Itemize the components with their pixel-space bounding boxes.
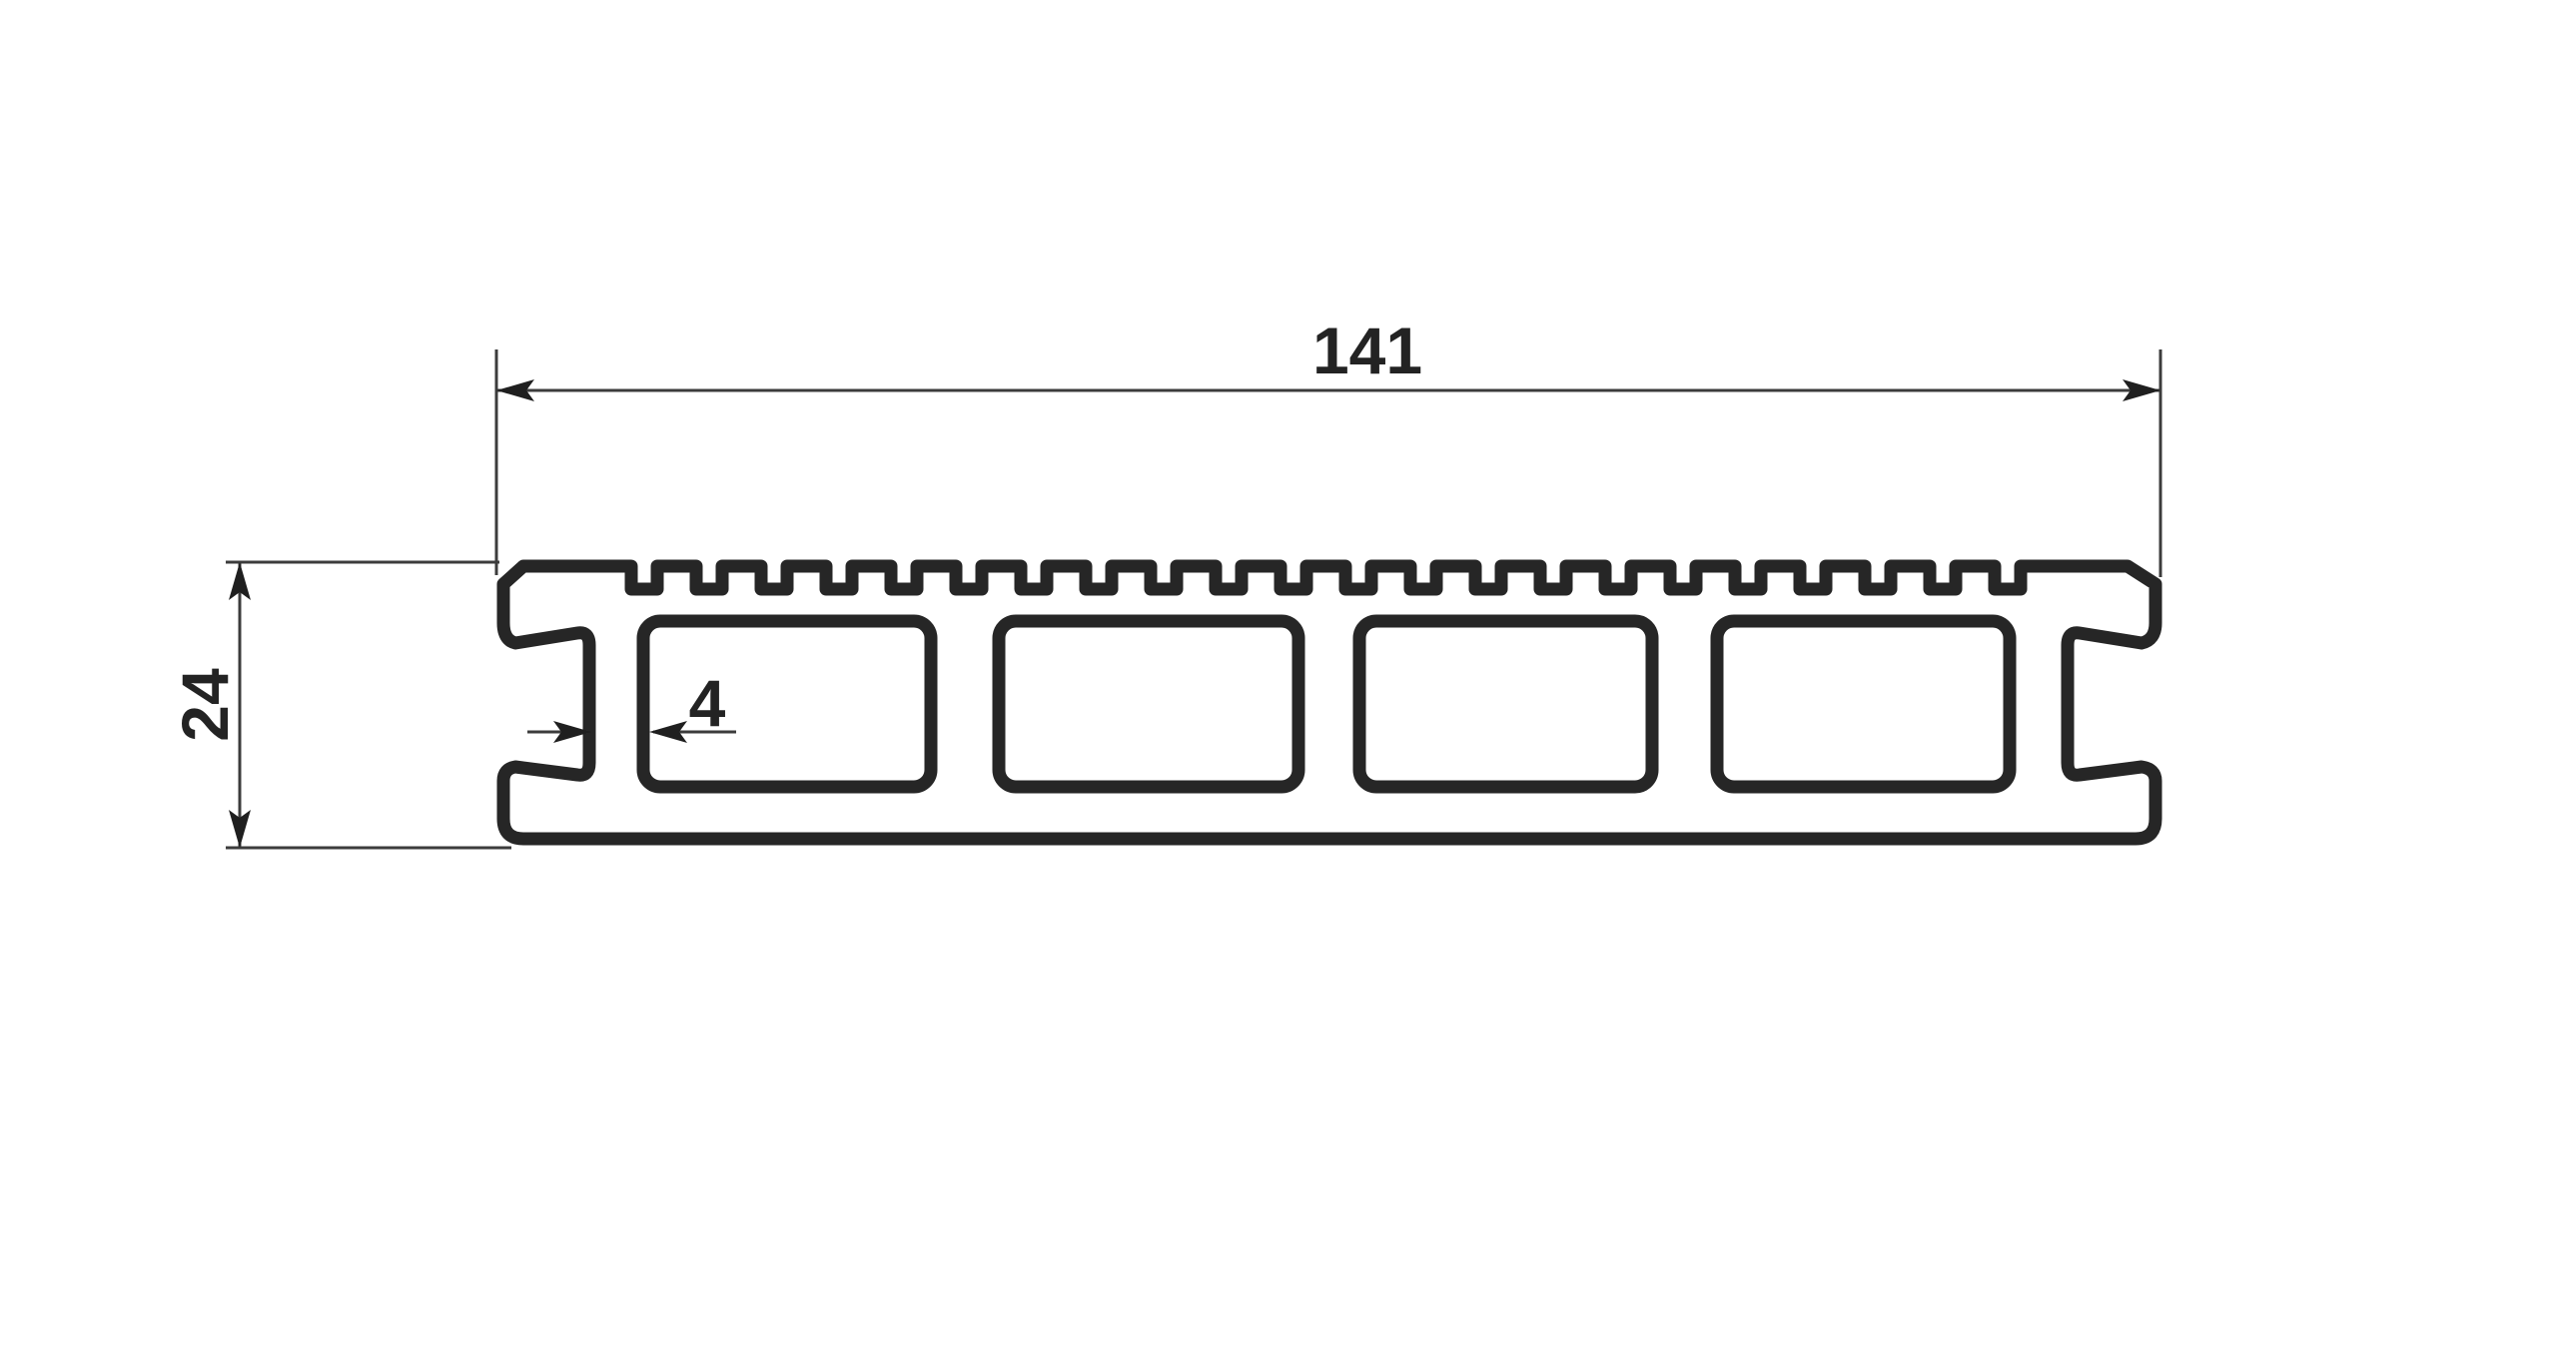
height-dimension-value: 24 — [168, 668, 242, 742]
chamber-1 — [636, 614, 938, 794]
dimension-height: 24 — [168, 560, 511, 850]
profile-outline — [496, 559, 2162, 846]
width-arrow-left-icon — [496, 379, 534, 401]
dimension-width: 141 — [494, 314, 2162, 577]
chamber-3 — [1352, 614, 1659, 794]
dimension-wall: 4 — [527, 666, 736, 743]
width-arrow-right-icon — [2123, 379, 2160, 401]
wall-arrow-right-icon — [649, 721, 687, 743]
height-arrow-bottom-icon — [229, 810, 251, 848]
chamber-4 — [1710, 614, 2017, 794]
wall-arrow-left-icon — [553, 721, 591, 743]
chamber-2 — [992, 614, 1305, 794]
height-arrow-top-icon — [229, 562, 251, 600]
width-dimension-value: 141 — [1312, 314, 1422, 387]
wall-dimension-value: 4 — [689, 666, 726, 740]
